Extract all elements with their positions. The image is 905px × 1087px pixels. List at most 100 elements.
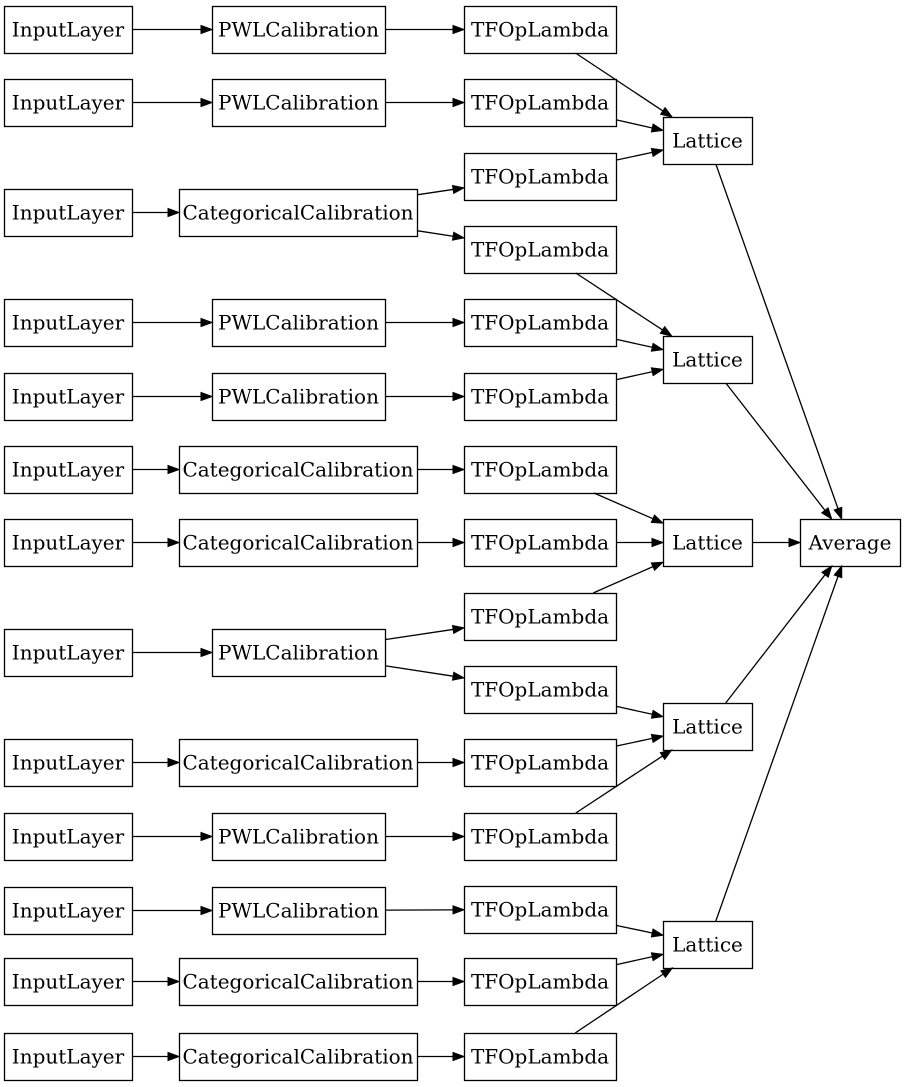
arrowhead-t10-l4 <box>650 709 665 719</box>
node-pwlcalibration-label: PWLCalibration <box>218 825 379 849</box>
arrowhead-t3-l1 <box>650 147 665 158</box>
node-pwlcalibration-box <box>211 298 387 348</box>
arrowhead-l5-avg <box>833 564 843 579</box>
arrowhead-t15-l5 <box>660 967 674 979</box>
node-categoricalcalibration-label: CategoricalCalibration <box>182 751 413 775</box>
node-pwlcalibration-label: PWLCalibration <box>218 311 379 335</box>
arrowhead-t4-l2 <box>659 325 673 337</box>
arrowhead-l2-avg <box>820 507 833 521</box>
arrowhead-t12-l4 <box>659 749 673 761</box>
arrowhead-t2-l1 <box>650 123 665 133</box>
edge-t10-l4 <box>615 705 653 715</box>
edge-t11-l4 <box>615 737 653 747</box>
arrowhead-t7-l3 <box>650 514 665 524</box>
node-inputlayer-box <box>3 812 134 862</box>
node-lattice-label: Lattice <box>672 348 743 372</box>
node-inputlayer-label: InputLayer <box>12 385 125 409</box>
arrowhead-i6-c6 <box>167 464 181 475</box>
node-tfoplambda-label: TFOpLambda <box>471 1045 609 1069</box>
node-pwlcalibration-label: PWLCalibration <box>218 899 379 923</box>
node-tfoplambda-box <box>463 957 618 1007</box>
node-inputlayer-label: InputLayer <box>12 825 125 849</box>
node-inputlayer-label: InputLayer <box>12 311 125 335</box>
node-tfoplambda-label: TFOpLambda <box>471 825 609 849</box>
edge-c8-t10 <box>384 665 454 677</box>
arrowhead-l3-avg <box>788 537 802 548</box>
node-tfoplambda-box <box>463 885 618 935</box>
node-categoricalcalibration-label: CategoricalCalibration <box>182 531 413 555</box>
node-inputlayer-label: InputLayer <box>12 970 125 994</box>
arrowhead-c10-t12 <box>452 831 466 842</box>
node-inputlayer-box <box>3 518 134 568</box>
arrowhead-c12-t14 <box>452 976 466 987</box>
node-pwlcalibration-box <box>211 372 387 422</box>
arrowhead-c9-t11 <box>452 757 466 768</box>
node-lattice-label: Lattice <box>672 715 743 739</box>
edge-l5-avg <box>715 576 839 922</box>
node-categoricalcalibration-label: CategoricalCalibration <box>182 458 413 482</box>
node-tfoplambda-label: TFOpLambda <box>471 531 609 555</box>
node-inputlayer-box <box>3 188 134 238</box>
node-categoricalcalibration-box <box>178 518 419 568</box>
node-tfoplambda-box <box>463 298 618 348</box>
node-lattice-label: Lattice <box>672 129 743 153</box>
node-lattice-box <box>662 920 754 970</box>
edge-t15-l5 <box>574 973 664 1034</box>
node-lattice-label: Lattice <box>672 531 743 555</box>
node-pwlcalibration-label: PWLCalibration <box>218 385 379 409</box>
arrowhead-i11-c11 <box>200 905 214 916</box>
arrowhead-c8-t9 <box>451 624 466 635</box>
node-inputlayer-box <box>3 738 134 788</box>
node-pwlcalibration-box <box>211 5 387 55</box>
node-inputlayer-box <box>3 445 134 495</box>
node-categoricalcalibration-label: CategoricalCalibration <box>182 1045 413 1069</box>
edge-c3-t4 <box>416 230 454 237</box>
arrowhead-i9-c9 <box>167 757 181 768</box>
arrowhead-t14-l5 <box>650 952 665 962</box>
edge-t1-l1 <box>575 52 664 112</box>
node-tfoplambda-box <box>463 592 618 642</box>
node-inputlayer-label: InputLayer <box>12 751 125 775</box>
edge-t12-l4 <box>575 755 663 814</box>
node-average-box <box>799 518 902 568</box>
arrowhead-t8-l3 <box>651 537 665 548</box>
node-tfoplambda-label: TFOpLambda <box>471 751 609 775</box>
node-tfoplambda-label: TFOpLambda <box>471 18 609 42</box>
arrowhead-i13-c13 <box>167 1051 181 1062</box>
node-pwlcalibration-box <box>211 812 387 862</box>
node-inputlayer-label: InputLayer <box>12 899 125 923</box>
node-tfoplambda-label: TFOpLambda <box>471 605 609 629</box>
node-lattice-label: Lattice <box>672 933 743 957</box>
arrowhead-i1-c1 <box>200 24 214 35</box>
arrowhead-c4-t5 <box>452 317 466 328</box>
node-lattice-box <box>662 335 754 385</box>
node-lattice-box <box>662 702 754 752</box>
arrowhead-t13-l5 <box>650 928 665 938</box>
arrowhead-i8-c8 <box>200 647 214 658</box>
node-categoricalcalibration-label: CategoricalCalibration <box>182 970 413 994</box>
edge-t14-l5 <box>615 956 653 966</box>
node-tfoplambda-box <box>463 152 618 202</box>
arrowhead-l1-avg <box>833 506 843 521</box>
node-tfoplambda-label: TFOpLambda <box>471 678 609 702</box>
edge-t4-l2 <box>575 272 663 331</box>
arrowhead-i12-c12 <box>167 976 181 987</box>
arrowhead-t9-l3 <box>650 561 665 572</box>
node-inputlayer-label: InputLayer <box>12 1045 125 1069</box>
arrowhead-c6-t7 <box>452 464 466 475</box>
node-inputlayer-box <box>3 628 134 678</box>
node-tfoplambda-box <box>463 372 618 422</box>
arrowhead-i5-c5 <box>200 391 214 402</box>
node-tfoplambda-box <box>463 812 618 862</box>
node-tfoplambda-box <box>463 225 618 275</box>
node-tfoplambda-label: TFOpLambda <box>471 91 609 115</box>
edge-l2-avg <box>725 382 826 511</box>
edge-t3-l1 <box>615 151 653 161</box>
node-tfoplambda-box <box>463 665 618 715</box>
node-tfoplambda-label: TFOpLambda <box>471 385 609 409</box>
node-categoricalcalibration-box <box>178 445 419 495</box>
edge-t5-l2 <box>615 338 653 348</box>
edge-c3-t3 <box>416 188 454 196</box>
